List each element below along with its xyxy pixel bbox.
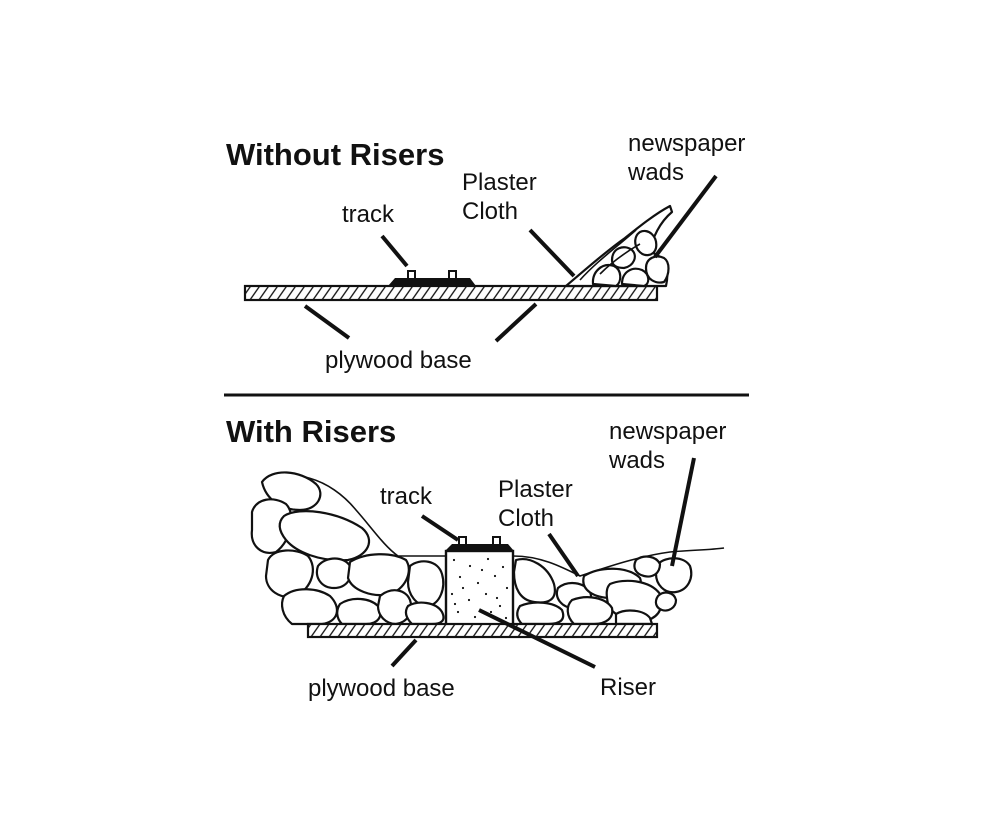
bottom-plywood-label: plywood base	[308, 675, 455, 702]
top-newspaper-leader	[653, 174, 718, 259]
bottom-track	[445, 536, 514, 551]
top-track	[388, 270, 476, 286]
bottom-plaster-label-line2: Cloth	[498, 505, 554, 532]
top-newspaper-wads	[564, 204, 674, 288]
bottom-right-newspaper-wads	[512, 547, 725, 626]
bottom-riser-leader	[478, 608, 596, 669]
riser-label: Riser	[600, 674, 656, 701]
top-plaster-label-line1: Plaster	[462, 169, 537, 196]
without-risers-heading: Without Risers	[226, 137, 444, 172]
bottom-left-newspaper-wads	[250, 471, 446, 626]
top-newspaper-label-line2: wads	[627, 159, 684, 186]
bottom-track-label: track	[380, 483, 433, 510]
bottom-plywood-leader	[390, 638, 418, 668]
top-plywood-base	[243, 284, 659, 302]
without-risers-panel: Without Risers track Plaster Cl	[226, 130, 745, 374]
top-plywood-label: plywood base	[325, 347, 472, 374]
with-risers-panel: With Risers	[226, 414, 726, 702]
bottom-track-leader	[420, 514, 460, 542]
bottom-plaster-cloth-leader	[547, 532, 580, 578]
bottom-newspaper-label-line1: newspaper	[609, 418, 726, 445]
top-plywood-leader-right	[494, 302, 538, 343]
with-risers-heading: With Risers	[226, 414, 396, 449]
top-newspaper-label-line1: newspaper	[628, 130, 745, 157]
top-plaster-cloth-leader	[528, 228, 576, 278]
bottom-newspaper-label-line2: wads	[608, 447, 665, 474]
bottom-plaster-label-line1: Plaster	[498, 476, 573, 503]
riser	[444, 549, 515, 627]
top-plywood-leader-left	[303, 304, 351, 340]
bottom-newspaper-leader	[670, 457, 696, 567]
top-track-label: track	[342, 201, 395, 228]
top-track-leader	[380, 234, 409, 268]
top-plaster-label-line2: Cloth	[462, 198, 518, 225]
bottom-plywood-base	[306, 622, 659, 639]
